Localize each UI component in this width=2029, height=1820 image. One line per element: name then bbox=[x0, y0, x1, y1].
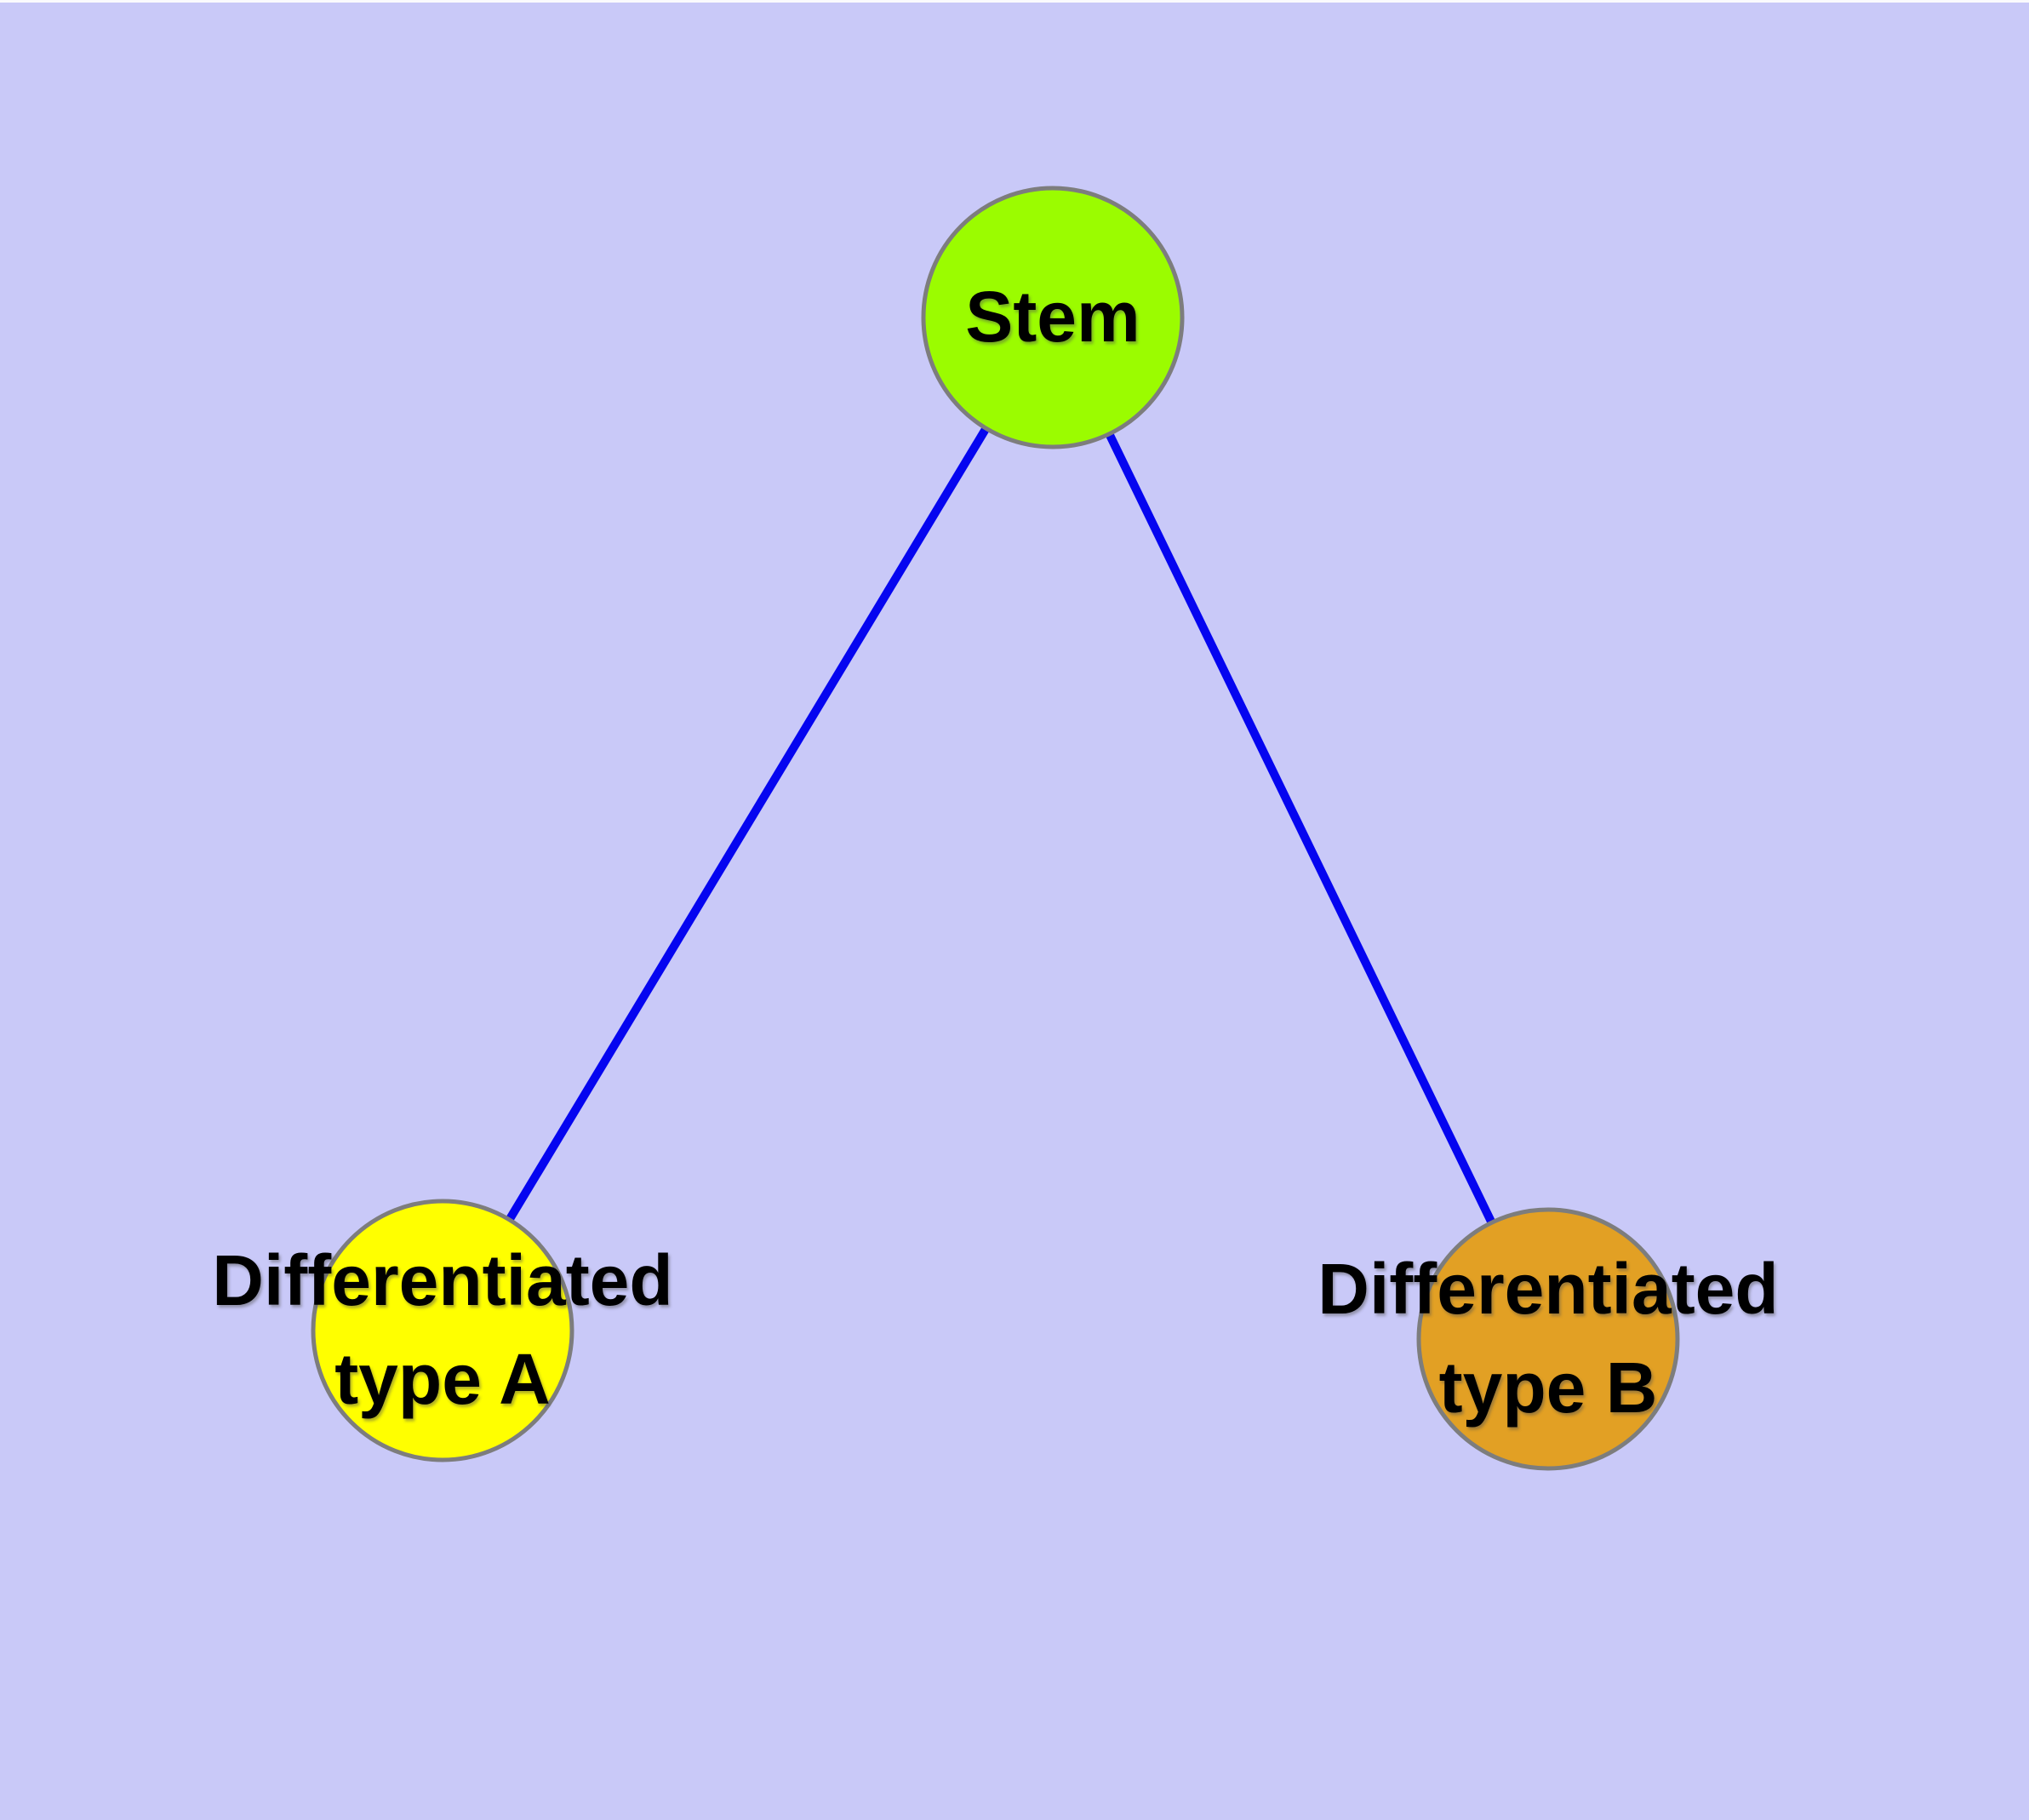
node-diff-b[interactable] bbox=[1416, 1207, 1680, 1471]
top-edge-highlight bbox=[0, 0, 2029, 3]
node-diff-a[interactable] bbox=[311, 1199, 574, 1462]
edge-stem-to-diff-b[interactable] bbox=[1049, 315, 1552, 1342]
edge-stem-to-diff-a[interactable] bbox=[438, 315, 1057, 1333]
node-stem[interactable] bbox=[921, 186, 1185, 449]
